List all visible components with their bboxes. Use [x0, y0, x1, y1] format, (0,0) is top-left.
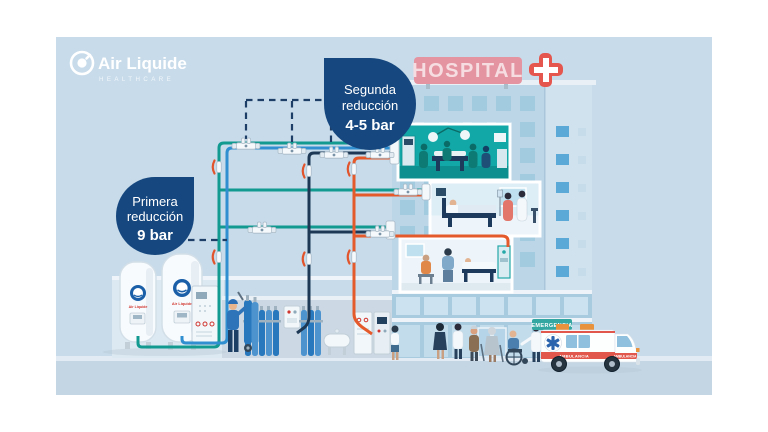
badge2-value: 4-5 bar [345, 117, 394, 134]
air-receiver-tank [323, 328, 351, 355]
pipe-blue [180, 146, 394, 345]
hospital-sign-label: HOSPITAL [412, 60, 524, 82]
badge1-value: 9 bar [137, 227, 173, 244]
logo-ring-icon [69, 50, 95, 76]
control-cabinet [191, 285, 219, 345]
star-of-life-icon [546, 336, 560, 350]
elderly-woman [484, 327, 504, 363]
riser-valves [211, 159, 357, 267]
ambulance-side-label: AMBULANCIA [559, 353, 589, 358]
air-liquide-logo: Air Liquide HEALTHCARE [69, 50, 187, 83]
tank-brand-label: Air Liquide [129, 305, 148, 309]
gas-pipe-network [136, 98, 510, 349]
medical-cross-icon [529, 53, 563, 87]
manifold-panel [283, 305, 301, 329]
badge1-line1: Primera [132, 194, 178, 209]
badge-first-reduction: Primera reducción 9 bar [116, 177, 194, 255]
nurse-walking [391, 325, 399, 360]
surgeons [419, 140, 491, 168]
technician-with-cart [227, 291, 259, 352]
plant-cabinet-b [373, 311, 391, 355]
wheelchair-patient [505, 330, 528, 366]
badge2-line1: Segunda [344, 82, 397, 97]
ambulance-front-label: AMBULANCIA [614, 355, 638, 359]
emergency-sign-label: EMERGENCIA [531, 323, 572, 329]
logo-name: Air Liquide [98, 54, 187, 73]
badge2-line2: reducción [342, 98, 398, 113]
second-stage-regulators [231, 137, 423, 238]
badge1-line2: reducción [127, 209, 183, 224]
inset-icu-room [428, 180, 542, 238]
logo-division: HEALTHCARE [99, 76, 174, 83]
hospital-sign: HOSPITAL [412, 57, 524, 89]
inset-operating-room [396, 122, 512, 182]
tank-brand-label: Air Liquide [172, 301, 193, 306]
tank-1: Air Liquide [119, 261, 157, 349]
elderly-man [469, 325, 485, 362]
cylinder-rack-b [299, 306, 323, 356]
ambulance: AMBULANCIA AMBULANCIA [538, 324, 642, 374]
pipe-oxygen-teal [136, 141, 426, 349]
oxygen-tanks: Air Liquide Air Liquide [103, 253, 227, 356]
woman-walking [433, 323, 447, 359]
doctor-walking [452, 323, 464, 359]
inset-ward-room [398, 236, 514, 294]
badge-second-reduction: Segunda reducción 4-5 bar [324, 58, 416, 150]
